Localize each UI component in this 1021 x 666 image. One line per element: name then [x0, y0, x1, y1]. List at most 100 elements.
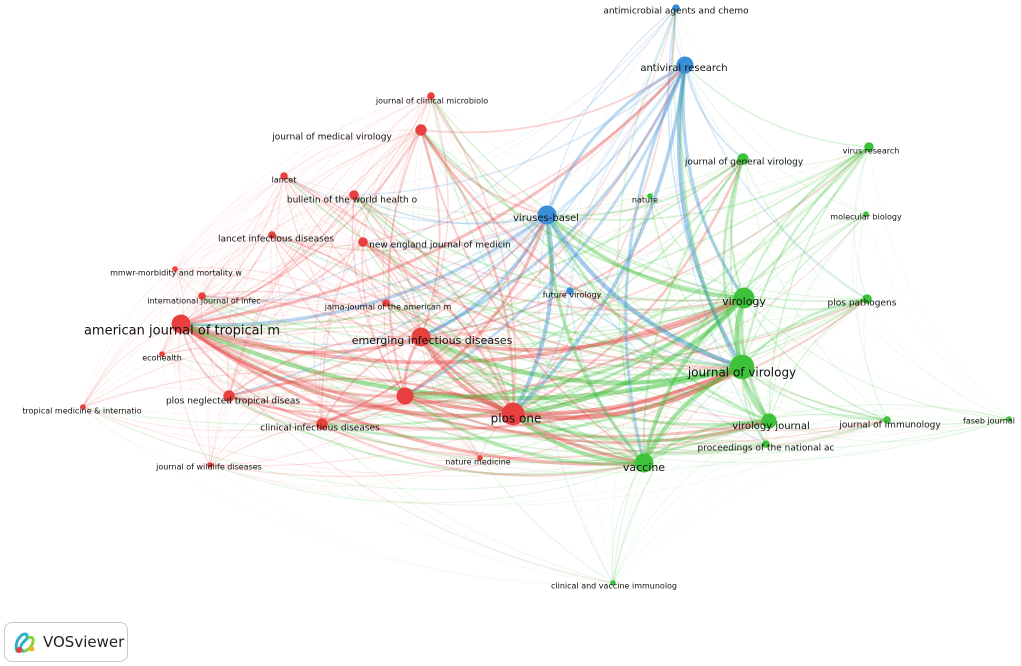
node-label-ijid[interactable]: international journal of infec [147, 297, 260, 306]
network-link [228, 395, 770, 459]
node-natmed[interactable] [477, 455, 483, 461]
node-label-jama[interactable]: jama-journal of the american m [324, 303, 452, 312]
node-label-ajtm[interactable]: american journal of tropical m [84, 324, 280, 339]
node-label-vb[interactable]: viruses-basel [513, 213, 579, 224]
node-label-pntd[interactable]: plos neglected tropical diseas [166, 397, 300, 407]
node-ecohealth[interactable] [159, 351, 165, 357]
network-link [430, 95, 745, 299]
node-molbio[interactable] [863, 211, 869, 217]
node-label-lancet[interactable]: lancet [272, 176, 297, 185]
node-lancet[interactable] [280, 172, 288, 180]
node-jgv[interactable] [737, 153, 749, 165]
network-link [388, 95, 432, 397]
node-plospath[interactable] [862, 294, 872, 304]
node-vaccine[interactable] [634, 453, 654, 473]
node-ajtm[interactable] [171, 314, 191, 334]
network-link [362, 241, 745, 311]
node-label-nejm[interactable]: new england journal of medicin [369, 241, 511, 251]
network-link [512, 213, 867, 415]
network-link [209, 336, 422, 466]
node-label-pnas[interactable]: proceedings of the national ac [698, 444, 835, 454]
node-label-jimm[interactable]: journal of immunology [838, 421, 941, 431]
node-label-vr[interactable]: virus research [843, 147, 900, 156]
node-nature[interactable] [647, 193, 653, 199]
node-jvir[interactable] [729, 354, 755, 380]
node-label-plosone[interactable]: plos one [491, 412, 542, 426]
node-cid[interactable] [316, 418, 328, 430]
network-link [479, 146, 870, 459]
network-link [180, 290, 571, 346]
node-jwd[interactable] [207, 462, 213, 468]
node-label-faseb[interactable]: faseb journal [963, 417, 1015, 426]
node-faseb[interactable] [1006, 416, 1012, 422]
node-label-bwho[interactable]: bulletin of the world health o [287, 196, 418, 206]
network-link [353, 194, 743, 369]
node-label-eid[interactable]: emerging infectious diseases [352, 334, 513, 347]
node-label-natmed[interactable]: nature medicine [445, 458, 510, 467]
node-amac[interactable] [672, 4, 680, 12]
node-avr[interactable] [676, 56, 694, 74]
network-link [684, 64, 867, 215]
node-label-cid[interactable]: clinical infectious diseases [260, 424, 380, 434]
network-link [420, 336, 888, 432]
node-label-jcm[interactable]: journal of clinical microbiolo [375, 97, 488, 106]
node-lid[interactable] [268, 231, 276, 239]
node-label-ecohealth[interactable]: ecohealth [142, 354, 182, 363]
node-jmv[interactable] [415, 124, 427, 136]
network-link [742, 158, 867, 215]
network-link [385, 302, 481, 459]
network-link [161, 353, 323, 425]
node-label-jmv[interactable]: journal of medical virology [271, 133, 392, 143]
network-link [201, 290, 422, 338]
network-link [362, 241, 743, 369]
node-label-vaccine[interactable]: vaccine [623, 461, 665, 474]
network-link [742, 146, 870, 166]
node-ijid[interactable] [198, 292, 206, 300]
node-label-virology[interactable]: virology [722, 295, 766, 308]
node-bwho[interactable] [349, 190, 359, 200]
node-fv[interactable] [566, 287, 574, 295]
network-link [420, 95, 449, 338]
network-link [174, 95, 432, 270]
node-pnas[interactable] [762, 440, 770, 448]
node-label-tmih[interactable]: tropical medicine & internatio [22, 407, 141, 416]
network-link [612, 443, 767, 584]
node-jama[interactable] [382, 299, 390, 307]
network-link [642, 296, 746, 464]
node-label-mmwr[interactable]: mmwr-morbidity and mortality w [110, 269, 242, 278]
node-virology[interactable] [733, 287, 755, 309]
node-tmih[interactable] [80, 404, 86, 410]
vosviewer-logo[interactable]: VOSviewer [4, 622, 128, 662]
node-label-vj[interactable]: virology journal [732, 421, 809, 432]
network-link [82, 302, 387, 408]
node-label-fv[interactable]: future virology [543, 291, 602, 300]
node-label-jwd[interactable]: journal of wildlife diseases [155, 463, 262, 472]
node-vb[interactable] [537, 205, 557, 225]
node-label-nature[interactable]: nature [632, 196, 658, 205]
network-link [681, 64, 746, 299]
network-link [228, 302, 387, 397]
node-vr[interactable] [864, 142, 874, 152]
node-label-lid[interactable]: lancet infectious diseases [218, 235, 334, 245]
node-plosone[interactable] [501, 402, 525, 426]
node-label-plospath[interactable]: plos pathogens [828, 299, 897, 309]
node-jcm[interactable] [427, 92, 435, 100]
node-label-jvir[interactable]: journal of virology [687, 366, 796, 380]
node-cvi[interactable] [610, 580, 616, 586]
node-jimm[interactable] [883, 416, 891, 424]
node-label-cvi[interactable]: clinical and vaccine immunolog [551, 582, 677, 591]
node-label-amac[interactable]: antimicrobial agents and chemo [603, 7, 749, 17]
node-label-molbio[interactable]: molecular biology [830, 213, 902, 222]
node-vj[interactable] [761, 413, 777, 429]
node-eid[interactable] [411, 327, 431, 347]
network-link [419, 129, 743, 369]
network-link [743, 297, 1010, 420]
node-label-avr[interactable]: antiviral research [640, 63, 727, 74]
node-nejm[interactable] [358, 237, 368, 247]
network-link [420, 296, 745, 352]
node-label-jgv[interactable]: journal of general virology [684, 158, 804, 168]
network-link [649, 195, 1010, 420]
node-mmwr[interactable] [172, 266, 178, 272]
node-hub[interactable] [396, 387, 414, 405]
node-pntd[interactable] [223, 390, 235, 402]
